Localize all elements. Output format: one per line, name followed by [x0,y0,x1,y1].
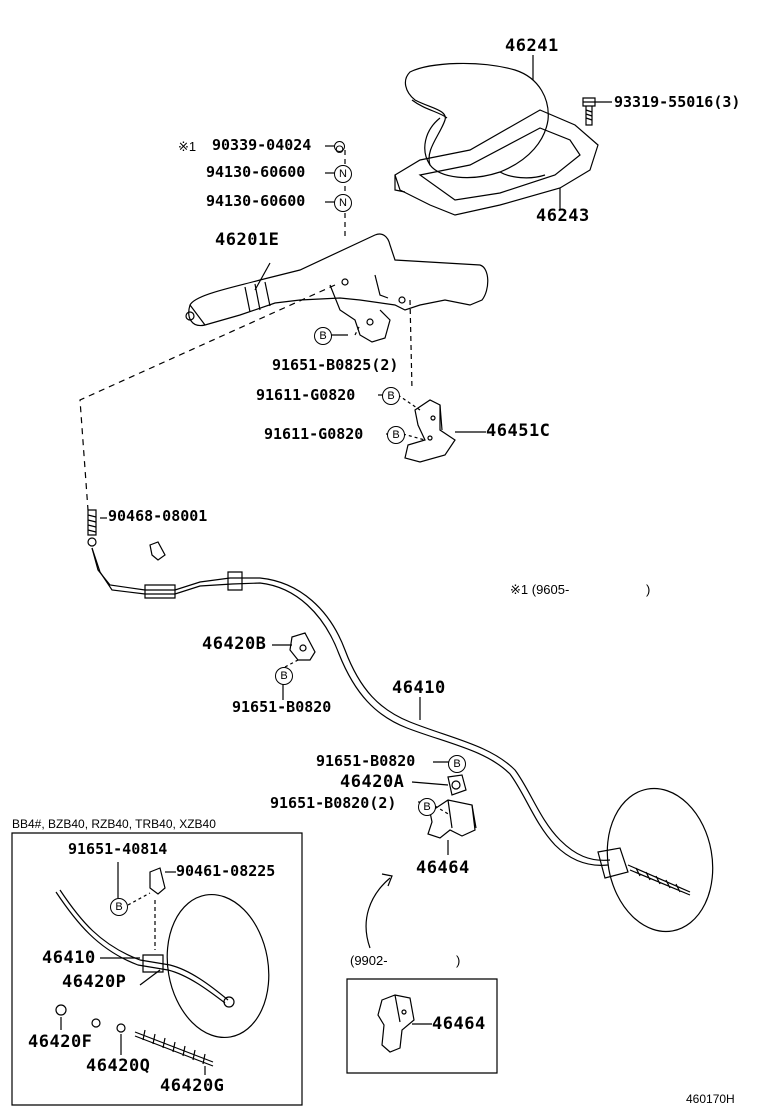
dash-91611a [398,395,420,410]
arrow-head [382,874,392,886]
dash-lever-to-cable [80,285,335,510]
screw-93319-drawing [583,98,595,125]
label-94130-a: 94130-60600 [206,163,306,181]
spring-46420g-drawing [135,1030,213,1066]
label-46464: 46464 [416,858,470,878]
label-93319: 93319-55016(3) [614,93,741,111]
marker-b-0820c: B [418,798,436,816]
marker-b-46420b: B [275,667,293,685]
bracket-46464-inset-drawing [378,995,414,1052]
lever-boot-drawing [405,63,548,177]
marker-b-91611b: B [387,426,405,444]
note-9902-close: ) [456,953,461,968]
marker-n-a: N [334,165,352,183]
dash-91611b [403,434,425,440]
note-9605-close: ) [646,582,651,597]
dash-91651-40814 [128,893,150,905]
label-90468: 90468-08001 [108,507,208,525]
variant-header: BB4#, BZB40, RZB40, TRB40, XZB40 [12,817,216,831]
label-91651-b0825: 91651-B0825(2) [272,356,399,374]
label-90461: 90461-08225 [176,862,276,880]
label-91651-b0820-c: 91651-B0820(2) [270,794,397,812]
label-46420f: 46420F [28,1032,93,1052]
marker-o: O [334,141,345,156]
label-46241: 46241 [505,36,559,56]
label-46201e: 46201E [215,230,280,250]
marker-b-40814: B [110,898,128,916]
variant-box [12,833,302,1105]
inset-9902-box [347,979,497,1073]
diagram-id: 460170H [686,1092,735,1106]
marker-b-0820b: B [448,755,466,773]
brake-cable-drawing [92,548,690,895]
label-90339: 90339-04024 [212,136,312,154]
label-91651-40814: 91651-40814 [68,840,168,858]
note-9605: ※1 (9605- [510,582,570,597]
label-91651-b0820-a: 91651-B0820 [232,698,332,716]
marker-b-lever: B [314,327,332,345]
label-91611-b: 91611-G0820 [264,425,364,443]
arrow-to-9902-inset [366,878,390,948]
label-91651-b0820-b: 91651-B0820 [316,752,416,770]
label-46420b: 46420B [202,634,267,654]
dash-46420b [285,660,298,667]
marker-n-b: N [334,194,352,212]
dash-lever-bracket [410,300,412,390]
console-base-drawing [395,110,598,215]
clip-90461-drawing [150,868,165,894]
marker-b-91611a: B [382,387,400,405]
label-46420p: 46420P [62,972,127,992]
leader-46201e [255,263,270,290]
leader-46420a [412,782,448,785]
label-46243: 46243 [536,206,590,226]
parking-brake-lever-drawing [186,234,488,342]
part-46420p-drawing [92,1019,100,1027]
part-46420f-drawing [56,1005,66,1015]
label-46410-inset: 46410 [42,948,96,968]
clamp-46420a-drawing [448,775,466,795]
label-46451c: 46451C [486,421,551,441]
label-46420g: 46420G [160,1076,225,1096]
variant-drum-drawing [156,886,279,1045]
cable-end-drawing [88,510,165,560]
note-9902: (9902- [350,953,388,968]
bracket-46464-drawing [428,800,476,838]
part-46420q-drawing [117,1024,125,1032]
label-46410: 46410 [392,678,446,698]
bracket-46451c-drawing [405,400,455,462]
variant-cable-drawing [56,890,234,1007]
label-91611-a: 91611-G0820 [256,386,356,404]
dash-b-lever [355,325,360,335]
dash-91651-b0820c [435,806,450,815]
note-marker-1: ※1 [178,139,197,154]
clamp-46420b-drawing [290,633,315,660]
label-46420q: 46420Q [86,1056,151,1076]
label-46464-inset: 46464 [432,1014,486,1034]
brake-drum-drawing [596,780,723,940]
label-94130-b: 94130-60600 [206,192,306,210]
leader-46420p [140,970,160,985]
label-46420a: 46420A [340,772,405,792]
